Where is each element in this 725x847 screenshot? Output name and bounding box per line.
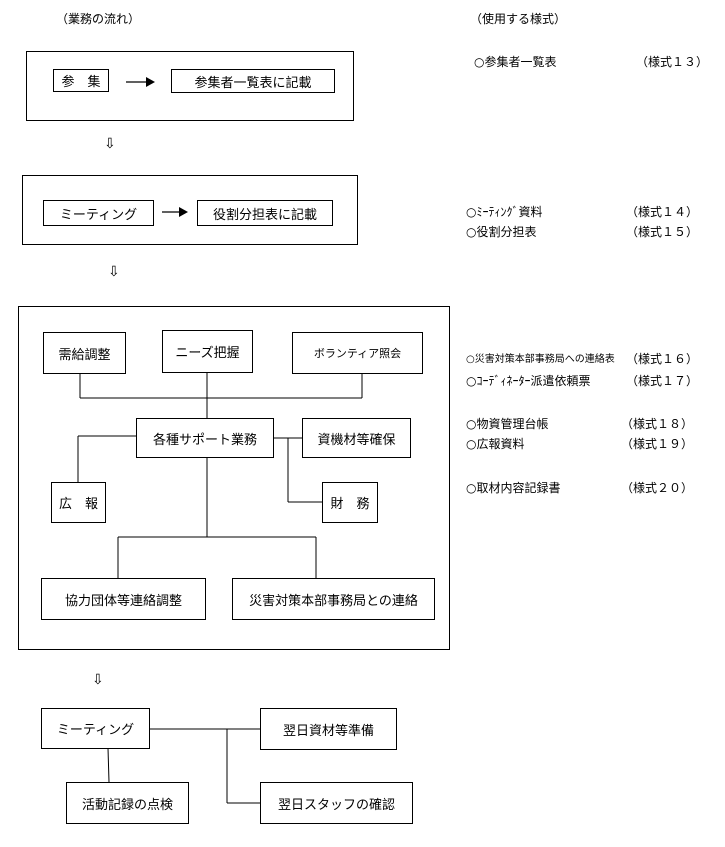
form-label: ○ｺｰﾃﾞｨﾈｰﾀｰ派遣依頼票: [466, 374, 591, 388]
cooperation-box: 協力団体等連絡調整: [41, 578, 206, 620]
form-number: （様式１４）: [626, 205, 699, 219]
form-item: ○災害対策本部事務局への連絡表 （様式１６）: [466, 350, 720, 366]
section3-frame: [18, 306, 450, 650]
form-item: ○ﾐｰﾃｨﾝｸﾞ資料 （様式１４）: [466, 203, 718, 219]
role-assignment-box: 役割分担表に記載: [197, 200, 333, 226]
form-label: ○役割分担表: [466, 225, 537, 239]
form-number: （様式２０）: [621, 481, 694, 495]
finance-box: 財 務: [322, 482, 378, 523]
attendee-list-box: 参集者一覧表に記載: [171, 69, 335, 93]
flow-header: （業務の流れ）: [56, 12, 141, 26]
volunteer-box: ボランティア照会: [292, 332, 423, 374]
hq-liaison-box: 災害対策本部事務局との連絡: [232, 578, 435, 620]
form-item: ○広報資料 （様式１９）: [466, 435, 720, 451]
form-label: ○物資管理台帳: [466, 417, 549, 431]
form-item: ○物資管理台帳 （様式１８）: [466, 415, 720, 431]
forms-header: （使用する様式）: [470, 12, 567, 26]
form-number: （様式１９）: [621, 437, 694, 451]
form-label: ○災害対策本部事務局への連絡表: [466, 354, 615, 365]
support-work-box: 各種サポート業務: [136, 418, 274, 458]
pr-box: 広 報: [51, 482, 106, 523]
form-number: （様式１８）: [621, 417, 694, 431]
form-label: ○ﾐｰﾃｨﾝｸﾞ資料: [466, 205, 543, 219]
down-arrow-icon: ⇩: [92, 672, 104, 688]
section1-frame: [26, 51, 354, 121]
form-item: ○ｺｰﾃﾞｨﾈｰﾀｰ派遣依頼票 （様式１７）: [466, 372, 720, 388]
materials-box: 資機材等確保: [302, 418, 411, 458]
needs-box: ニーズ把握: [162, 330, 253, 373]
meeting-box: ミーティング: [43, 200, 154, 226]
form-label: ○参集者一覧表: [474, 55, 557, 69]
down-arrow-icon: ⇩: [104, 136, 116, 152]
form-item: ○参集者一覧表 （様式１３）: [474, 53, 719, 69]
meeting-box-2: ミーティング: [41, 708, 150, 749]
form-number: （様式１６）: [626, 352, 699, 366]
form-label: ○取材内容記録書: [466, 481, 561, 495]
form-number: （様式１５）: [626, 225, 699, 239]
down-arrow-icon: ⇩: [108, 264, 120, 280]
form-number: （様式１７）: [626, 374, 699, 388]
form-number: （様式１３）: [636, 55, 709, 69]
next-day-staff-box: 翌日スタッフの確認: [260, 782, 413, 824]
next-day-materials-box: 翌日資材等準備: [260, 708, 397, 750]
gather-box: 参 集: [53, 69, 109, 92]
section2-frame: [22, 175, 358, 245]
activity-record-box: 活動記録の点検: [66, 782, 189, 824]
supply-demand-box: 需給調整: [43, 332, 126, 374]
form-item: ○取材内容記録書 （様式２０）: [466, 479, 720, 495]
form-item: ○役割分担表 （様式１５）: [466, 223, 718, 239]
form-label: ○広報資料: [466, 437, 525, 451]
